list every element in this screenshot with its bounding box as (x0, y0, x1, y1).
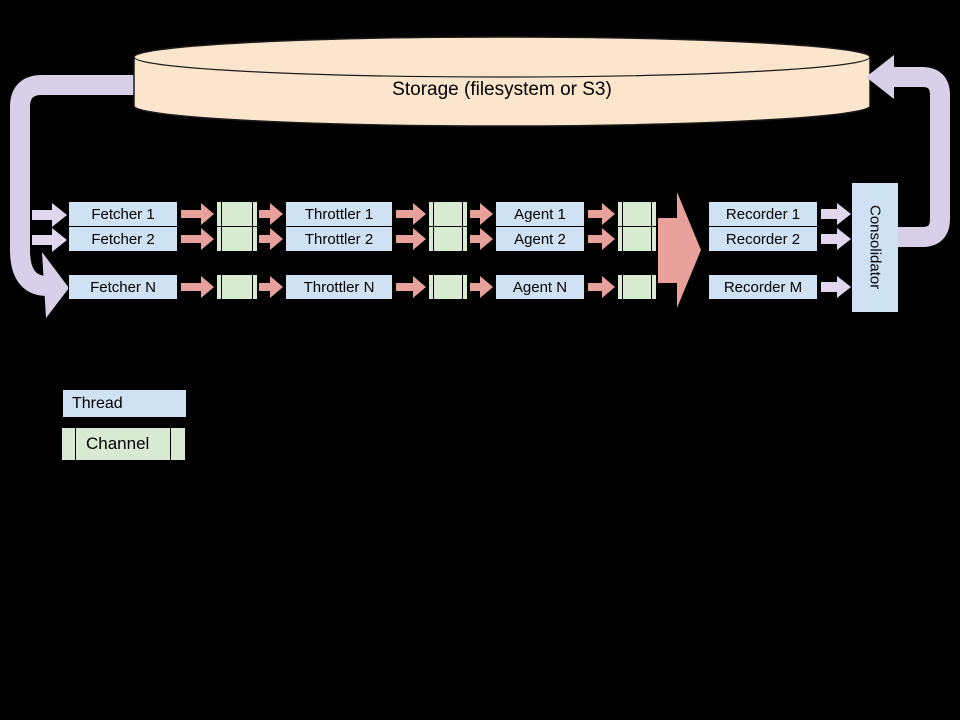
fetcher-2-label: Fetcher 2 (91, 230, 155, 248)
channel-box (216, 201, 258, 227)
throttler-2-label: Throttler 2 (304, 230, 374, 248)
channel-box (428, 274, 468, 300)
channel-box (617, 226, 657, 252)
consolidator-box: Consolidator (852, 183, 898, 312)
channel-divider-lines (622, 202, 652, 226)
recorder-1-box: Recorder 1 (708, 201, 818, 227)
recorder-2-box: Recorder 2 (708, 226, 818, 252)
channel-divider-lines (622, 227, 652, 251)
flow-arrow-icon (181, 276, 214, 298)
pipe-arrowhead-icon (866, 55, 894, 99)
fetcher-1-box: Fetcher 1 (68, 201, 178, 227)
channel-box (428, 201, 468, 227)
legend-channel-box: Channel (61, 427, 186, 461)
fetcher-n-label: Fetcher N (90, 278, 156, 296)
legend-thread-box: Thread (63, 390, 186, 417)
channel-box (428, 226, 468, 252)
agent-2-box: Agent 2 (495, 226, 585, 252)
channel-divider-lines (433, 227, 463, 251)
channel-box (216, 226, 258, 252)
throttler-1-box: Throttler 1 (285, 201, 393, 227)
channel-divider-lines (622, 275, 652, 299)
legend-channel-label: Channel (86, 434, 150, 453)
flow-arrow-icon (588, 228, 615, 250)
consolidator-input-arrow-icon (821, 276, 851, 298)
channel-divider-lines (75, 428, 171, 460)
recorder-1-label: Recorder 1 (725, 205, 801, 223)
throttler-n-label: Throttler N (303, 278, 375, 296)
consolidator-input-arrow-icon (821, 203, 851, 225)
recorder-m-box: Recorder M (708, 274, 818, 300)
channel-divider-lines (221, 227, 253, 251)
storage-label: Storage (filesystem or S3) (392, 79, 612, 100)
flow-arrow-icon (470, 276, 493, 298)
agent-1-box: Agent 1 (495, 201, 585, 227)
agent-n-label: Agent N (512, 278, 568, 296)
flow-arrow-icon (396, 276, 426, 298)
throttler-2-box: Throttler 2 (285, 226, 393, 252)
throttler-n-box: Throttler N (285, 274, 393, 300)
fetcher-2-box: Fetcher 2 (68, 226, 178, 252)
channel-divider-lines (221, 275, 253, 299)
flow-arrow-icon (181, 203, 214, 225)
flow-arrow-icon (470, 228, 493, 250)
recorder-m-label: Recorder M (723, 278, 803, 296)
channel-divider-lines (221, 202, 253, 226)
flow-arrow-icon (259, 203, 283, 225)
fetcher-input-arrow-icon (32, 228, 67, 252)
flow-arrow-icon (588, 203, 615, 225)
storage-cylinder (133, 36, 871, 127)
fetcher-input-arrow-icon (32, 203, 67, 227)
flow-arrow-icon (181, 228, 214, 250)
throttler-1-label: Throttler 1 (304, 205, 374, 223)
flow-arrow-icon (259, 276, 283, 298)
legend-thread-label: Thread (72, 394, 123, 412)
channel-box (216, 274, 258, 300)
consolidator-label: Consolidator (866, 205, 884, 290)
agent-n-box: Agent N (495, 274, 585, 300)
flow-arrow-icon (396, 228, 426, 250)
consolidator-to-storage-pipe (893, 67, 950, 247)
fetcher-1-label: Fetcher 1 (91, 205, 155, 223)
fetcher-n-box: Fetcher N (68, 274, 178, 300)
recorder-2-label: Recorder 2 (725, 230, 801, 248)
flow-arrow-icon (588, 276, 615, 298)
fanin-big-arrow-icon (658, 192, 701, 308)
channel-box (617, 201, 657, 227)
flow-arrow-icon (396, 203, 426, 225)
flow-arrow-icon (259, 228, 283, 250)
consolidator-input-arrow-icon (821, 228, 851, 250)
flow-arrow-icon (470, 203, 493, 225)
storage-to-fetchers-pipe (10, 75, 140, 296)
pipe-arrowhead-icon (42, 252, 69, 318)
channel-divider-lines (433, 275, 463, 299)
agent-2-label: Agent 2 (514, 230, 566, 248)
agent-1-label: Agent 1 (514, 205, 566, 223)
channel-divider-lines (433, 202, 463, 226)
channel-box (617, 274, 657, 300)
